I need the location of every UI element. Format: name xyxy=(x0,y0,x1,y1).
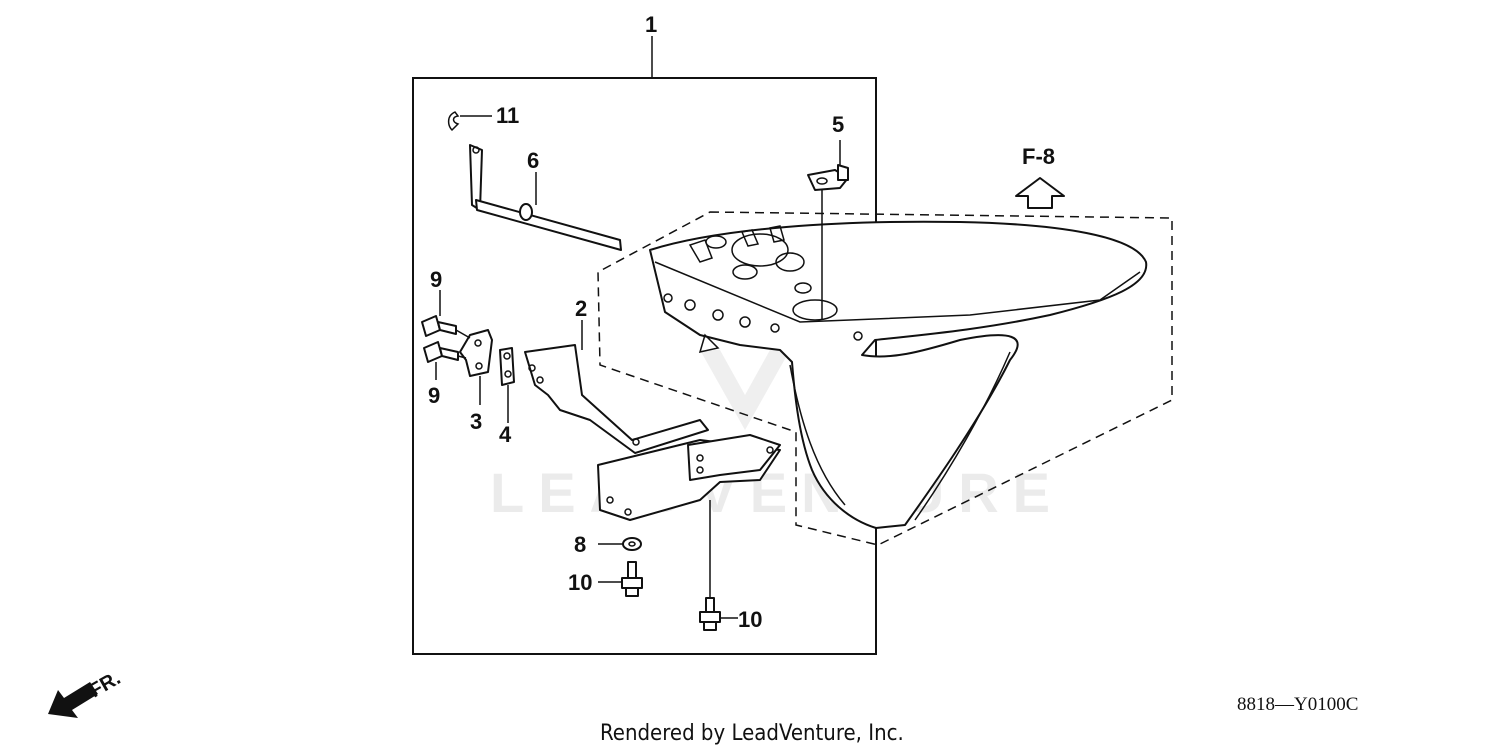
cable-clamp[interactable] xyxy=(459,329,493,377)
callout-9-lower[interactable]: 9 xyxy=(428,383,440,408)
bolt-lower[interactable] xyxy=(423,341,459,363)
shift-rod[interactable] xyxy=(469,144,622,251)
front-direction-indicator: FR. xyxy=(48,667,124,718)
stay-bracket[interactable] xyxy=(524,344,781,521)
watermark-text: LEADVENTURE xyxy=(490,461,1064,524)
dashed-reference-outline xyxy=(597,211,1173,546)
callout-11[interactable]: 11 xyxy=(496,103,519,128)
reference-tag[interactable]: F-8 xyxy=(1022,144,1055,169)
callout-10-right[interactable]: 10 xyxy=(738,607,762,632)
bolt-upper[interactable] xyxy=(421,315,457,337)
up-outline-arrow-icon[interactable] xyxy=(1015,177,1065,209)
flange-bolt-left[interactable] xyxy=(621,561,643,597)
callout-3[interactable]: 3 xyxy=(470,409,482,434)
clip[interactable] xyxy=(447,111,460,132)
watermark: LEADVENTURE xyxy=(490,350,1064,524)
callout-8[interactable]: 8 xyxy=(574,532,586,557)
callout-1[interactable]: 1 xyxy=(645,12,657,37)
callout-5[interactable]: 5 xyxy=(832,112,844,137)
callout-2[interactable]: 2 xyxy=(575,296,587,321)
lower-case-housing xyxy=(649,220,1148,529)
washer[interactable] xyxy=(622,537,642,551)
flange-bolt-right[interactable] xyxy=(699,597,721,631)
plate[interactable] xyxy=(499,347,515,386)
small-bracket[interactable] xyxy=(807,164,849,191)
callout-9-upper[interactable]: 9 xyxy=(430,267,442,292)
callout-6[interactable]: 6 xyxy=(527,148,539,173)
callout-4[interactable]: 4 xyxy=(499,422,512,447)
diagram-code: 8818—Y0100C xyxy=(1237,694,1358,715)
front-direction-arrow-icon xyxy=(48,682,98,718)
callout-10-left[interactable]: 10 xyxy=(568,570,592,595)
credit-line: Rendered by LeadVenture, Inc. xyxy=(600,721,904,746)
